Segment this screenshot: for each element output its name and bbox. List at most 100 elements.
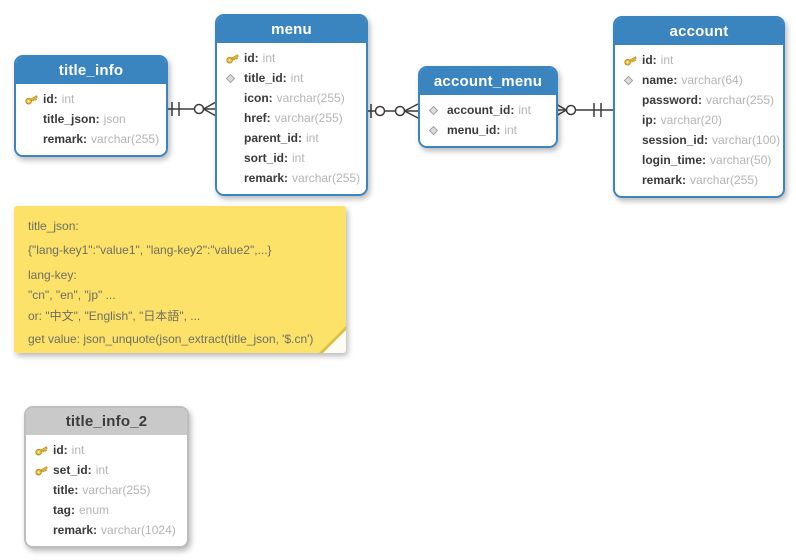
table-row[interactable]: title_id:int	[223, 68, 360, 88]
column-name: id:	[53, 443, 68, 457]
key-icon	[226, 53, 239, 63]
table-row[interactable]: parent_id:int	[223, 128, 360, 148]
column-type: int	[292, 151, 305, 165]
column-type: varchar(100)	[712, 133, 781, 147]
note-line: or: "中文", "English", "日本語", ...	[28, 309, 201, 323]
table-row[interactable]: href:varchar(255)	[223, 108, 360, 128]
connector-account_menu-account[interactable]	[553, 102, 613, 118]
column-type: int	[61, 92, 75, 106]
connector-menu-account_menu[interactable]	[365, 103, 419, 119]
table-row[interactable]: id:int	[621, 50, 777, 70]
table-row[interactable]: title_json:json	[22, 109, 160, 129]
zero-circle	[193, 103, 205, 115]
table-row[interactable]: session_id:varchar(100)	[621, 130, 781, 150]
column-type: varchar(50)	[710, 153, 772, 167]
table-row[interactable]: menu_id:int	[426, 120, 550, 140]
column-name: id:	[642, 53, 657, 67]
diamond-icon	[428, 125, 439, 135]
table-row[interactable]: remark:varchar(255)	[223, 168, 360, 188]
column-name: remark:	[43, 132, 88, 146]
column-type: varchar(64)	[681, 73, 743, 87]
column-type: int	[290, 71, 304, 85]
table-header[interactable]: title_info_2	[26, 408, 187, 435]
table-row[interactable]: login_time:varchar(50)	[621, 150, 777, 170]
column-type: int	[660, 53, 674, 67]
table-row[interactable]: set_id:int	[32, 460, 181, 480]
table-row[interactable]: id:int	[223, 48, 360, 68]
key-icon	[624, 55, 637, 65]
table-row[interactable]: id:int	[32, 440, 181, 460]
column-type: int	[95, 463, 109, 477]
column-name: title_id:	[244, 71, 287, 85]
column-type: int	[262, 51, 276, 65]
column-name: menu_id:	[447, 123, 501, 137]
key-icon	[25, 94, 38, 104]
column-type: varchar(255)	[292, 171, 361, 185]
column-type: varchar(255)	[91, 132, 160, 146]
note-line: lang-key:	[28, 268, 77, 282]
column-type: int	[504, 123, 518, 137]
table-row[interactable]: title:varchar(255)	[32, 480, 181, 500]
table-row[interactable]: remark:varchar(1024)	[32, 520, 181, 540]
column-type: varchar(255)	[82, 483, 151, 497]
column-type: varchar(255)	[276, 91, 345, 105]
table-title: account	[669, 23, 729, 40]
table-title: account_menu	[433, 73, 543, 90]
note-fold-corner	[323, 330, 346, 353]
column-icon-cell	[22, 92, 43, 107]
connector-title_info-menu[interactable]	[165, 101, 217, 117]
note-line: get value: json_unquote(json_extract(tit…	[28, 332, 314, 346]
table-row[interactable]: id:int	[22, 89, 160, 109]
note-line: title_json:	[28, 219, 79, 233]
column-type: varchar(255)	[706, 93, 775, 107]
column-icon-cell	[426, 125, 447, 136]
column-name: password:	[642, 93, 703, 107]
column-name: set_id:	[53, 463, 92, 477]
column-name: parent_id:	[244, 131, 303, 145]
sticky-note[interactable]: title_json: {"lang-key1":"value1", "lang…	[14, 206, 346, 353]
column-type: enum	[79, 503, 110, 517]
table-title: menu	[271, 21, 312, 38]
column-name: remark:	[244, 171, 289, 185]
diamond-icon	[428, 105, 439, 115]
zero-circle	[394, 105, 406, 117]
table-row[interactable]: remark:varchar(255)	[22, 129, 160, 149]
column-icon-cell	[32, 463, 53, 478]
table-row[interactable]: password:varchar(255)	[621, 90, 777, 110]
column-name: remark:	[642, 173, 687, 187]
table-row[interactable]: sort_id:int	[223, 148, 360, 168]
table-row[interactable]: remark:varchar(255)	[621, 170, 777, 190]
column-icon-cell	[621, 53, 642, 68]
table-header[interactable]: title_info	[16, 57, 166, 84]
column-icon-cell	[223, 51, 244, 66]
note-line: "cn", "en", "jp" ...	[28, 288, 116, 302]
diamond-icon	[225, 73, 236, 83]
column-name: ip:	[642, 113, 657, 127]
table-header[interactable]: account_menu	[420, 68, 556, 95]
table-title: title_info	[58, 62, 124, 79]
table-row[interactable]: account_id:int	[426, 100, 550, 120]
table-header[interactable]: account	[615, 18, 783, 45]
table-row[interactable]: tag:enum	[32, 500, 181, 520]
crow-foot	[404, 103, 419, 119]
key-icon	[35, 465, 48, 475]
column-name: icon:	[244, 91, 273, 105]
table-row[interactable]: ip:varchar(20)	[621, 110, 777, 130]
note-line: {"lang-key1":"value1", "lang-key2":"valu…	[28, 243, 272, 257]
table-row[interactable]: name:varchar(64)	[621, 70, 777, 90]
table-row[interactable]: icon:varchar(255)	[223, 88, 360, 108]
table-header[interactable]: menu	[217, 16, 366, 43]
column-type: int	[306, 131, 319, 145]
